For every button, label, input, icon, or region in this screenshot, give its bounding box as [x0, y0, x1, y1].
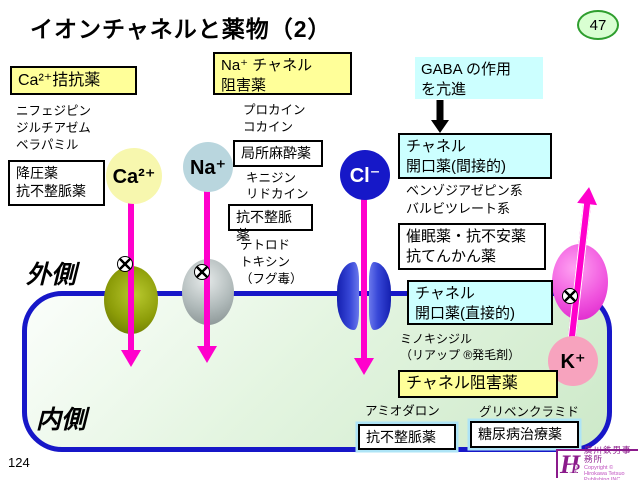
hypnotic-box: 催眠薬・抗不安薬 抗てんかん薬	[398, 223, 546, 270]
ca-antagonist-box: Ca²⁺拮抗薬	[10, 66, 137, 95]
cl-channel-right-half	[369, 262, 391, 330]
ca-influx-arrow	[118, 200, 144, 368]
cl-influx-arrow	[351, 198, 377, 378]
direct-opener-box: チャネル 開口薬(直接的)	[407, 280, 553, 325]
slide-number-badge: 47	[577, 10, 619, 40]
cl-channel-left-half	[337, 262, 359, 330]
inside-label: 内側	[36, 406, 87, 434]
publisher-name: 廣川鉄男事務所	[584, 445, 632, 465]
antihypertensive-box: 降圧薬 抗不整脈薬	[8, 160, 105, 206]
copyright-line: Publishing INC	[584, 476, 621, 480]
glibenclamide-label: グリベンクラミド	[479, 405, 580, 419]
page-number: 124	[8, 455, 30, 470]
na-blocker-box: Na⁺ チャネル 阻害薬	[213, 52, 352, 95]
gaba-action-arrow	[430, 100, 450, 134]
publisher-logo: H P 廣川鉄男事務所 Copyright © Hirokawa Tetsuo …	[556, 445, 638, 480]
publisher-logo-text: 廣川鉄男事務所 Copyright © Hirokawa Tetsuo Publ…	[584, 445, 637, 480]
na-ion-label: Na⁺	[183, 142, 233, 192]
blocked-icon	[117, 256, 133, 272]
channel-blocker-box: チャネル阻害薬	[398, 370, 558, 398]
logo-p-letter: P	[571, 461, 580, 477]
copyright-line: Copyright © Hirokawa Tetsuo	[584, 464, 625, 477]
ca-drug-list: ニフェジピン ジルチアゼム ベラパミル	[16, 104, 92, 152]
page-title: イオンチャネルと薬物（2）	[30, 16, 332, 42]
minoxidil-label: ミノキシジル （リアップ ®発毛剤）	[400, 332, 521, 363]
slide-number: 47	[589, 16, 607, 34]
blocked-icon	[562, 288, 578, 304]
blocked-icon	[194, 264, 210, 280]
local-anesthetic-box: 局所麻酔薬	[233, 140, 323, 167]
gaba-box: GABA の作用 を亢進	[415, 57, 543, 99]
tetrodotoxin-label: テトロド トキシン （フグ毒）	[240, 238, 303, 286]
diabetes-box: 糖尿病治療薬	[470, 421, 579, 448]
na-drug-list-top: プロカイン コカイン	[243, 103, 306, 134]
indirect-opener-box: チャネル 開口薬(間接的)	[398, 133, 552, 179]
publisher-logo-mark: H P	[560, 449, 582, 479]
ca-ion-label: Ca²⁺	[106, 148, 162, 204]
logo-h-letter: H	[560, 449, 581, 479]
benzodiazepine-list: ベンゾジアゼピン系 バルビツレート系	[406, 183, 523, 216]
outside-label: 外側	[26, 261, 77, 289]
antiarrhythmic-box-middle: 抗不整脈薬	[228, 204, 313, 243]
na-drug-list-middle: キニジン リドカイン	[246, 171, 309, 202]
antiarrhythmic-box-bottom: 抗不整脈薬	[358, 424, 456, 450]
cl-ion-label: Cl⁻	[340, 150, 390, 200]
amiodarone-label: アミオダロン	[365, 404, 440, 418]
